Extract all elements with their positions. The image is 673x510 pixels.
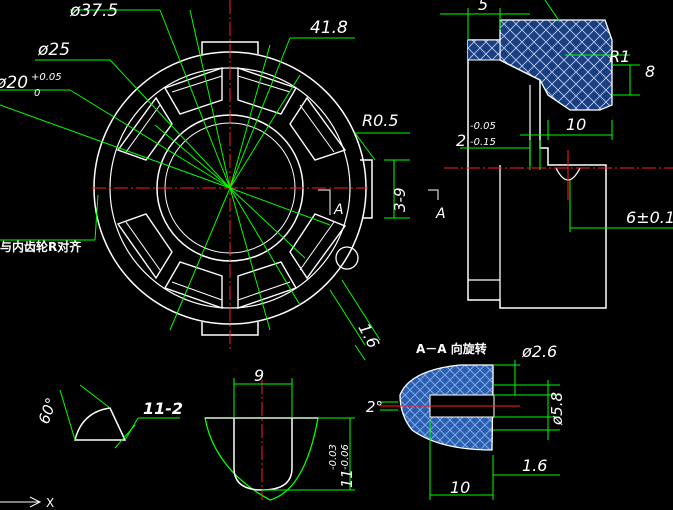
dim-d20-tol-lo: 0 [34,88,40,99]
dim-side-r1: R1 [609,47,630,66]
ucs-icon: X [0,496,54,510]
dim-41-8: 41.8 [310,18,348,38]
dim-side-6: 6±0.1 [626,208,673,227]
dim-r0-5: R0.5 [362,111,399,130]
dim-1-6-main: 1.6 [354,320,383,351]
section-label-a-right: A [435,206,446,222]
dim-wedge-11-2: 11-2 [143,399,183,418]
dim-side-2-tol-lo: -0.15 [470,137,496,148]
front-view: ø37.5 41.8 ø25 ø20 +0.05 0 R0.5 3-9 A A … [0,0,446,361]
dim-side-5: 5 [478,0,488,14]
dim-3-9: 3-9 [391,188,409,213]
radial-leaders [0,9,331,331]
dim-side-2-tol-up: -0.05 [470,121,496,132]
dim-d20-tol-up: +0.05 [31,72,62,83]
side-dim-lines [440,0,673,232]
dim-wedge-60: 60° [35,395,61,426]
dim-d20: ø20 [0,73,28,93]
dim-side-10: 10 [566,115,586,134]
section-mark-right [428,189,439,200]
note-align-gear: 与内齿轮R对齐 [0,239,82,254]
side-view: 5 R1 8 10 2 -0.05 -0.15 6±0.1 [440,0,673,309]
wedge-view: 60° 11-2 [35,384,183,449]
side-hatched-lip [499,19,613,111]
slot-inner-lines [125,75,335,301]
dim-side-8: 8 [645,62,655,81]
dim-side-2: 2 [456,131,466,150]
section-aa-view: A－A 向旋转 ø2.6 ø5.8 2° 1.6 10 [366,341,566,500]
top-lug [201,41,259,54]
dim-aa-d5-8: ø5.8 [548,392,566,426]
section-aa-title: A－A 向旋转 [416,341,487,356]
dim-tooth-11: 11 [338,469,356,488]
leader-shoulders [0,9,410,361]
aa-dim-lines [380,360,560,500]
section-label-a-left: A [333,202,344,218]
dim-tooth-11-tol-lo: -0.06 [340,444,351,470]
tooth-outer-arc [204,417,319,501]
dim-tooth-9: 9 [254,366,264,385]
wedge-dim-lines [59,384,180,449]
tooth-view: 9 11 -0.03 -0.06 [204,366,356,501]
bump-circle [335,246,359,270]
section-mark-left [318,189,331,215]
dim-aa-d2-6: ø2.6 [521,342,557,361]
ucs-x-label: X [46,496,54,510]
dim-d37-5: ø37.5 [69,1,118,21]
dim-aa-1-6: 1.6 [522,456,547,475]
wedge-shape [74,407,127,441]
dim-d25: ø25 [37,40,70,60]
side-hatched-step [468,39,501,61]
tooth-dim-lines [233,378,355,491]
tooth-inner [233,418,293,491]
dim-tooth-11-tol-up: -0.03 [328,444,339,470]
dim-aa-2deg: 2° [366,398,383,416]
slot-pockets [116,67,347,309]
dim-aa-10: 10 [450,478,470,497]
right-tab [360,159,373,219]
